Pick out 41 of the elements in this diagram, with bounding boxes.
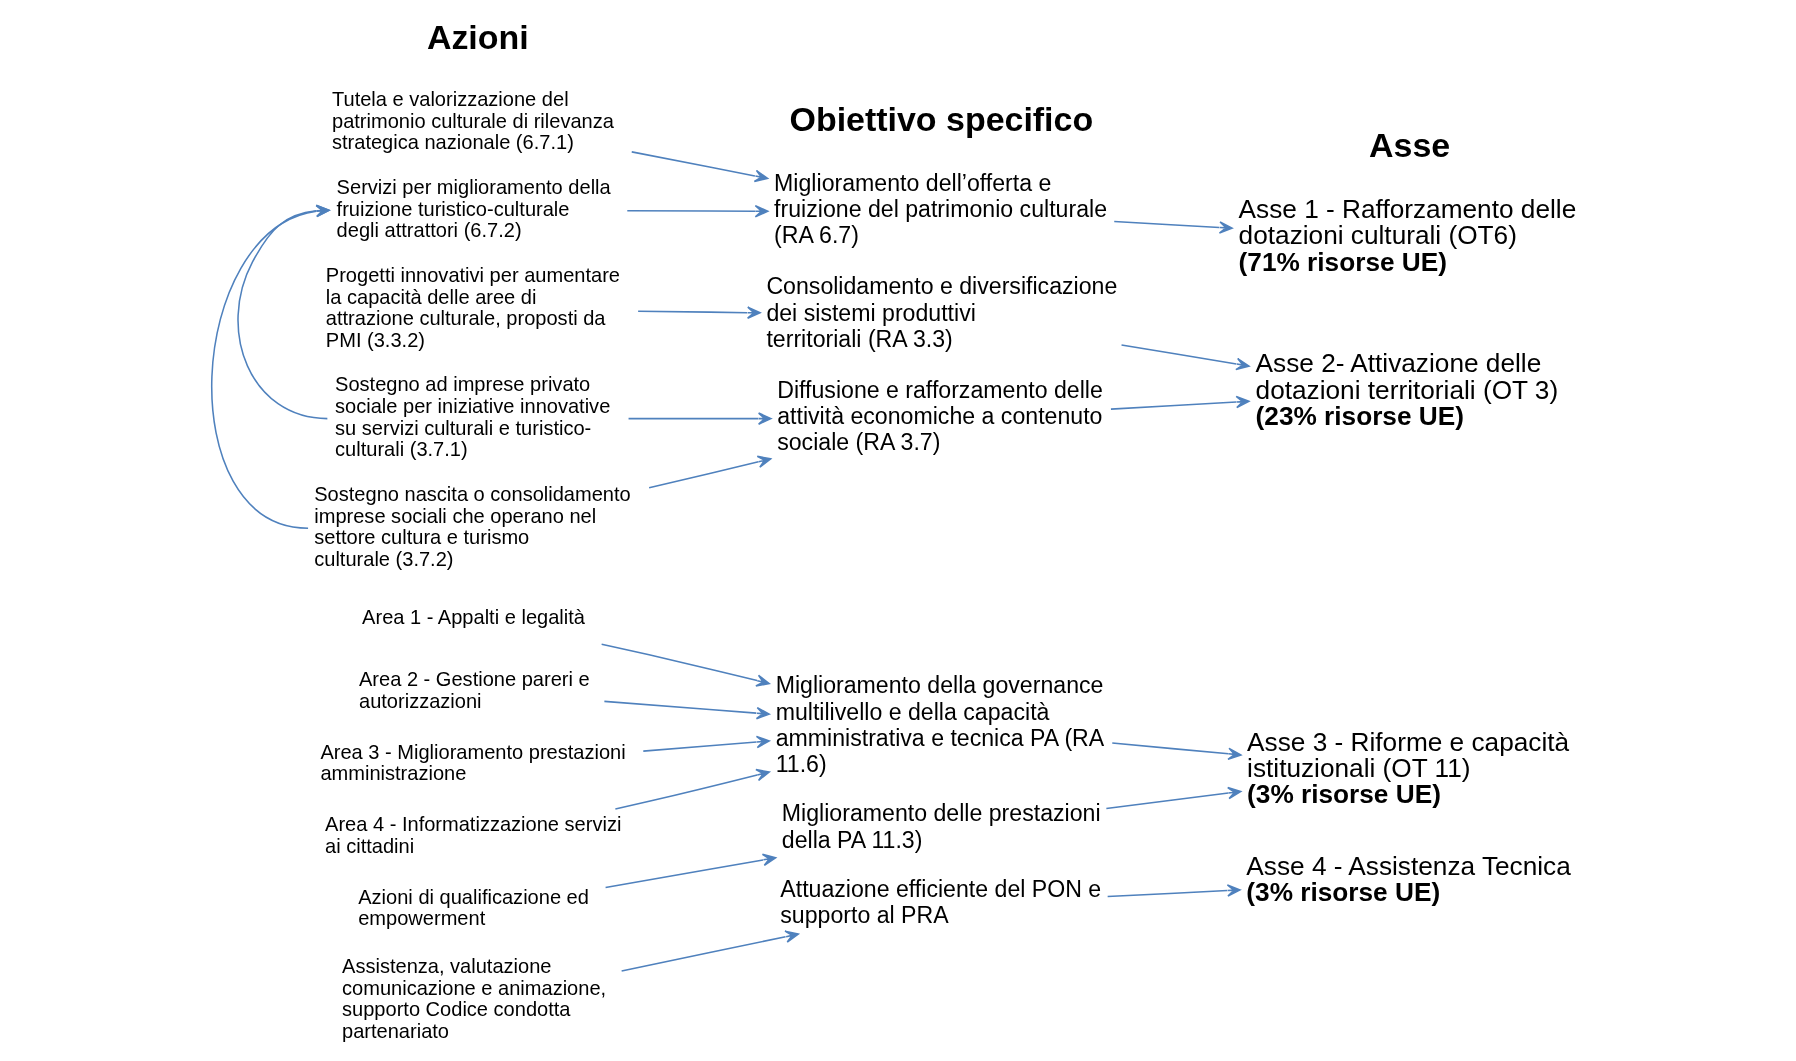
label: Obiettivo specifico xyxy=(789,99,1093,138)
label: Asse xyxy=(1368,126,1450,165)
node-text: Diffusione e rafforzamento delle attività economiche a contenuto sociale (RA 3.7) xyxy=(776,376,1103,456)
node-text: Sostegno nascita o consolidamento imprese sociali che operano nel settore cultura e turismo culturale (3.7.2) xyxy=(313,483,631,570)
node-text: Azioni di qualificazione ed empowerment xyxy=(357,885,589,930)
arrow xyxy=(626,204,768,218)
node-text: Miglioramento dell’offerta e fruizione del patrimonio culturale (RA 6.7) xyxy=(773,170,1107,249)
node-text: Consolidamento e diversificazione dei sistemi produttivi territoriali (RA 3.3) xyxy=(765,273,1117,352)
arrow xyxy=(620,930,799,972)
node-text: Sostegno ad imprese privato sociale per iniziative innovative su servizi culturali e turistico-culturali (3.7.1) xyxy=(334,373,610,461)
node-text: Assistenza, valutazione comunicazione e animazione, supporto Codice condotta partenariato xyxy=(341,955,606,1043)
arrow xyxy=(1109,395,1250,410)
arrow xyxy=(1113,220,1233,234)
node-text: Tutela e valorizzazione del patrimonio culturale di rilevanza strategica nazionale (6.7.1) xyxy=(331,87,614,154)
arrow xyxy=(627,412,772,425)
arrow xyxy=(1120,344,1250,371)
arrow xyxy=(614,768,770,810)
arrow xyxy=(642,735,770,752)
arrow xyxy=(1105,786,1241,810)
node-text: Area 2 - Gestione pareri e autorizzazioni xyxy=(358,668,590,712)
arrow xyxy=(603,700,770,720)
arrow xyxy=(647,455,771,489)
arrow xyxy=(1106,884,1241,898)
node-text: Servizi per miglioramento della fruizione turistico-culturale degli attrattori (6.7.2) xyxy=(336,175,611,242)
node-text: Area 3 - Miglioramento prestazioni amministrazione xyxy=(319,740,626,785)
arrow xyxy=(1111,742,1242,761)
node-text: Area 1 - Appalti e legalità xyxy=(361,606,585,629)
node-text: Miglioramento delle prestazioni della PA 11.3) xyxy=(781,800,1101,853)
arrow xyxy=(630,151,768,183)
node-text: Progetti innovativi per aumentare la capacità delle aree di attrazione culturale, proposti da PMI (3.3.2) xyxy=(325,263,620,351)
arrow xyxy=(604,853,776,889)
node-text: Asse 1 - Rafforzamento delle dotazioni culturali (OT6) (71% risorse UE) xyxy=(1238,194,1576,277)
arrow xyxy=(600,643,770,687)
node-text: Asse 3 - Riforme e capacità istituzionali (OT 11) (3% risorse UE) xyxy=(1246,726,1569,810)
node-text: Miglioramento della governance multilivello e della capacità amministrativa e tecnica PA (RA 11.6) xyxy=(775,672,1104,778)
arrow xyxy=(636,306,761,319)
node-text: Attuazione efficiente del PON e supporto al PRA xyxy=(779,876,1101,929)
node-text: Asse 2- Attivazione delle dotazioni territoriali (OT 3) (23% risorse UE) xyxy=(1255,348,1558,431)
label: Azioni xyxy=(426,18,529,57)
node-text: Area 4 - Informatizzazione servizi ai cittadini xyxy=(324,813,621,857)
node-text: Asse 4 - Assistenza Tecnica (3% risorse UE) xyxy=(1245,850,1571,908)
